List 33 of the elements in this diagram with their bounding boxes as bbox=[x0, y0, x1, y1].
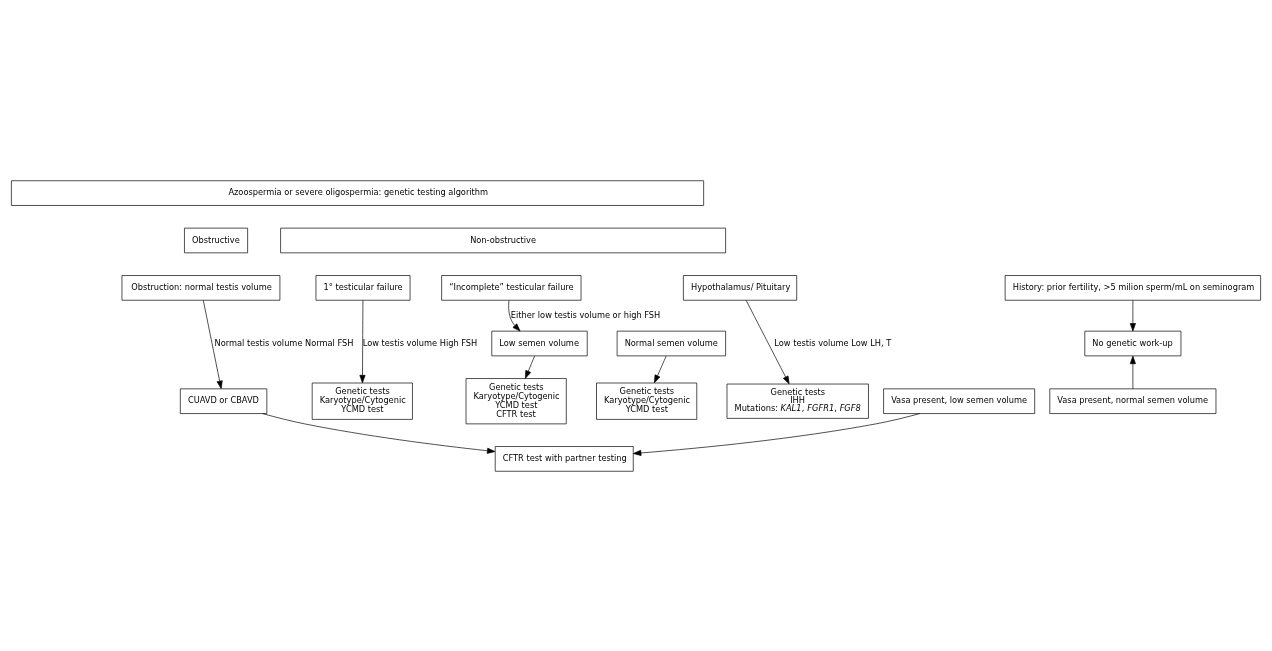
arrow bbox=[654, 355, 667, 383]
node-box: Azoospermia or severe oligospermia: genetic testing algorithm bbox=[11, 179, 704, 206]
arrow bbox=[359, 299, 366, 383]
node-box: 1° testicular failure bbox=[315, 274, 411, 301]
node-box: Low semen volume bbox=[491, 330, 588, 356]
node-box: Vasa present, normal semen volume bbox=[1049, 388, 1217, 414]
node-box: Genetic tests Karyotype/Cytogenic YCMD test CFTR test bbox=[465, 377, 567, 424]
node-box: History: prior fertility, >5 milion sperm/mL on seminogram bbox=[1004, 274, 1261, 301]
node-box: Obstruction: normal testis volume bbox=[121, 274, 281, 301]
node-box: Non-obstructive bbox=[280, 227, 726, 253]
arrow bbox=[1129, 299, 1136, 331]
node-box: Obstructive bbox=[184, 227, 248, 253]
node-box: Vasa present, low semen volume bbox=[883, 388, 1035, 414]
node-box: CUAVD or CBAVD bbox=[179, 388, 268, 414]
edge-label: Low testis volume Low LH, T bbox=[774, 337, 892, 348]
node-box: Hypothalamus/ Pituitary bbox=[683, 274, 798, 301]
edge-label: Either low testis volume or high FSH bbox=[510, 309, 661, 320]
node-box: Genetic tests Karyotype/Cytogenic YCMD test bbox=[596, 382, 698, 420]
arrow bbox=[262, 412, 496, 454]
node-box: No genetic work-up bbox=[1084, 330, 1182, 356]
arrow bbox=[745, 299, 790, 384]
node-box: CFTR test with partner testing bbox=[494, 445, 634, 472]
node-box: Genetic tests Karyotype/Cytogenic YCMD test bbox=[311, 382, 413, 420]
node-box: Normal semen volume bbox=[616, 330, 726, 356]
node-box: “Incomplete” testicular failure bbox=[441, 274, 582, 301]
arrow bbox=[202, 299, 223, 389]
node-box: Genetic tests IHH Mutations: KAL1, FGFR1, FGF8 bbox=[726, 383, 869, 419]
edge-label: Normal testis volume Normal FSH bbox=[214, 337, 354, 348]
arrow bbox=[1129, 355, 1136, 389]
edge-label: Low testis volume High FSH bbox=[362, 337, 478, 348]
arrow bbox=[525, 355, 535, 379]
arrow bbox=[508, 299, 521, 331]
arrow bbox=[633, 412, 920, 456]
